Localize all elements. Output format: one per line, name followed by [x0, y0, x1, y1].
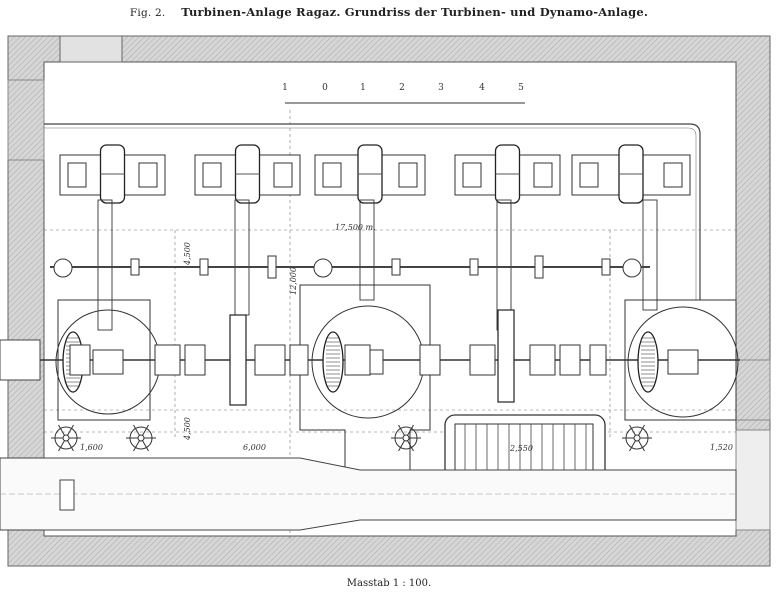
- bearing: [469, 344, 496, 376]
- scale-bar: 1 0 1 2 3 4 5: [282, 83, 525, 104]
- figure-title: Fig. 2. Turbinen-Anlage Ragaz. Grundriss…: [0, 5, 778, 19]
- handwheels: [51, 424, 652, 452]
- flywheels: [229, 309, 515, 406]
- bearing: [289, 344, 309, 376]
- shaft-couplings: [69, 344, 607, 376]
- bearing: [69, 344, 91, 376]
- regulator-shaft: [50, 255, 650, 279]
- dimension-labels: 17,500 m. 4,500 12,000 4,500 1,600 6,000…: [80, 223, 733, 453]
- bearing: [529, 344, 556, 376]
- scale-tick: 4: [479, 83, 485, 93]
- dynamo-units: [59, 144, 691, 204]
- figure-number: Fig. 2.: [129, 7, 166, 19]
- dim-overall-length: 17,500 m.: [335, 223, 376, 232]
- dim-vertical-lower: 4,500: [183, 417, 192, 441]
- figure-heading: Turbinen-Anlage Ragaz. Grundriss der Tur…: [181, 5, 649, 19]
- dim-vertical-center: 12,000: [289, 267, 298, 295]
- handwheel-icon: [622, 424, 652, 452]
- dynamo: [571, 144, 691, 204]
- dynamo: [194, 144, 301, 204]
- handwheel-icon: [126, 424, 156, 452]
- bearing: [589, 344, 607, 376]
- dynamo: [59, 144, 166, 204]
- center-lines: [44, 110, 736, 540]
- scale-tick: 0: [322, 83, 328, 93]
- dim-stair: 2,550: [509, 444, 533, 453]
- dynamo: [314, 144, 426, 204]
- dim-bottom-right: 1,520: [710, 443, 733, 452]
- bearing: [254, 344, 286, 376]
- scale-tick: 2: [399, 83, 405, 93]
- turbine: [627, 306, 739, 418]
- scale-tick: 1: [360, 83, 366, 93]
- penstock-pipe: [0, 339, 737, 531]
- scale-caption: Masstab 1 : 100.: [346, 578, 432, 589]
- scale-tick: 5: [518, 83, 524, 93]
- dim-bottom-mid: 6,000: [243, 443, 266, 452]
- dim-bottom-left: 1,600: [80, 443, 103, 452]
- dynamo: [454, 144, 561, 204]
- scale-tick: 3: [438, 83, 444, 93]
- handwheel-icon: [51, 424, 81, 452]
- handwheel-icon: [391, 424, 421, 452]
- bearing: [344, 344, 371, 376]
- bearing: [184, 344, 206, 376]
- dim-vertical-left: 4,500: [183, 242, 192, 266]
- bearing: [559, 344, 581, 376]
- bearing: [419, 344, 441, 376]
- bearing: [154, 344, 181, 376]
- scale-tick: 1: [282, 83, 288, 93]
- cable-channel: [44, 123, 701, 300]
